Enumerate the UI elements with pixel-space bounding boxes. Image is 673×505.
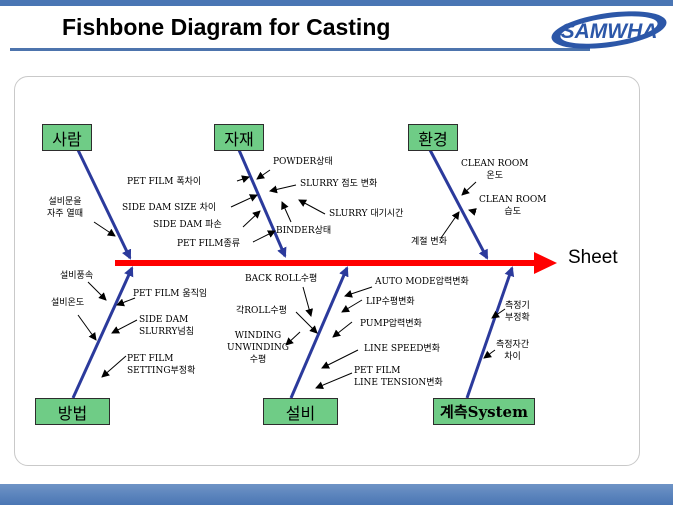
diagram-frame: [14, 76, 640, 466]
cause-label: PET FILM 폭차이: [127, 177, 202, 187]
cause-label: 계절 변화: [411, 237, 447, 247]
cause-label: LIP수평변화: [366, 297, 415, 307]
cause-label: 각ROLL수평: [236, 306, 287, 316]
category-box-measurement: 계측System: [433, 398, 535, 425]
cause-arrow: [93, 221, 116, 237]
cause-label: WINDING UNWINDING 수평: [227, 331, 289, 365]
cause-arrow: [440, 211, 460, 239]
bone-people: [76, 149, 132, 260]
cause-arrow: [321, 349, 359, 369]
effect-label: Sheet: [568, 247, 618, 268]
cause-label: SIDE DAM SIZE 차이: [122, 203, 217, 213]
category-box-method: 방법: [35, 398, 110, 425]
bone-material: [237, 149, 287, 258]
cause-label: PET FILM SETTING부정확: [127, 354, 196, 376]
cause-label: SIDE DAM SLURRY넘침: [139, 315, 195, 337]
cause-label: 설비온도: [51, 298, 85, 308]
spine-arrowhead: [534, 252, 557, 274]
cause-arrow: [242, 210, 261, 228]
cause-arrow: [298, 199, 326, 215]
cause-arrow: [461, 181, 477, 196]
cause-arrow: [332, 321, 353, 338]
cause-arrow: [252, 230, 276, 243]
cause-label: SIDE DAM 파손: [153, 220, 222, 230]
samwha-logo: SAMWHA: [551, 11, 667, 49]
cause-arrow: [468, 208, 477, 216]
cause-label: CLEAN ROOM 온도: [461, 159, 529, 181]
cause-arrow: [483, 349, 496, 359]
logo-text: SAMWHA: [561, 20, 658, 43]
category-box-material: 자재: [214, 124, 264, 151]
cause-label: LINE SPEED변화: [364, 344, 440, 354]
category-box-people: 사람: [42, 124, 92, 151]
cause-label: PUMP압력변화: [360, 319, 422, 329]
cause-arrow: [116, 297, 136, 307]
cause-label: PET FILM종류: [177, 239, 241, 249]
bone-environment: [428, 149, 489, 260]
bone-method: [71, 266, 134, 399]
cause-label: BINDER상태: [276, 226, 332, 236]
cause-arrow: [77, 314, 97, 341]
cause-label: 측정기 부정확: [505, 301, 530, 323]
cause-label: PET FILM LINE TENSION변화: [354, 366, 443, 388]
cause-label: POWDER상태: [273, 157, 333, 167]
cause-arrow: [236, 175, 250, 184]
top-accent-bar: [0, 0, 673, 6]
cause-label: 설비풍속: [60, 271, 94, 281]
bone-equipment: [289, 266, 349, 399]
cause-label: SLURRY 점도 변화: [300, 179, 378, 189]
cause-arrow: [111, 319, 138, 334]
category-box-environment: 환경: [408, 124, 458, 151]
cause-arrow: [295, 311, 318, 334]
cause-label: 설비문을 자주 열때: [47, 197, 83, 219]
cause-arrow: [491, 308, 506, 319]
cause-arrow: [230, 194, 258, 208]
cause-arrow: [341, 299, 363, 313]
cause-label: CLEAN ROOM 습도: [479, 195, 547, 217]
cause-arrow: [269, 184, 297, 194]
cause-label: PET FILM 움직임: [133, 289, 208, 299]
category-box-equipment: 설비: [263, 398, 338, 425]
cause-arrow: [315, 372, 353, 389]
page-title: Fishbone Diagram for Casting: [62, 14, 391, 40]
cause-arrow: [344, 286, 373, 298]
cause-label: 측정자간 차이: [496, 340, 530, 362]
cause-arrow: [87, 281, 107, 301]
bottom-accent-bar: [0, 484, 673, 505]
cause-label: BACK ROLL수평: [245, 274, 318, 284]
bone-measurement: [465, 266, 515, 399]
title-underline: [10, 48, 590, 51]
measurement-label: 계측System: [440, 403, 528, 421]
cause-arrow: [281, 201, 292, 223]
cause-arrow: [101, 355, 127, 378]
cause-label: SLURRY 대기시간: [329, 209, 404, 219]
cause-arrow: [256, 169, 271, 180]
cause-label: AUTO MODE압력변화: [375, 277, 469, 287]
cause-arrow: [302, 286, 313, 317]
cause-arrow: [285, 331, 301, 346]
